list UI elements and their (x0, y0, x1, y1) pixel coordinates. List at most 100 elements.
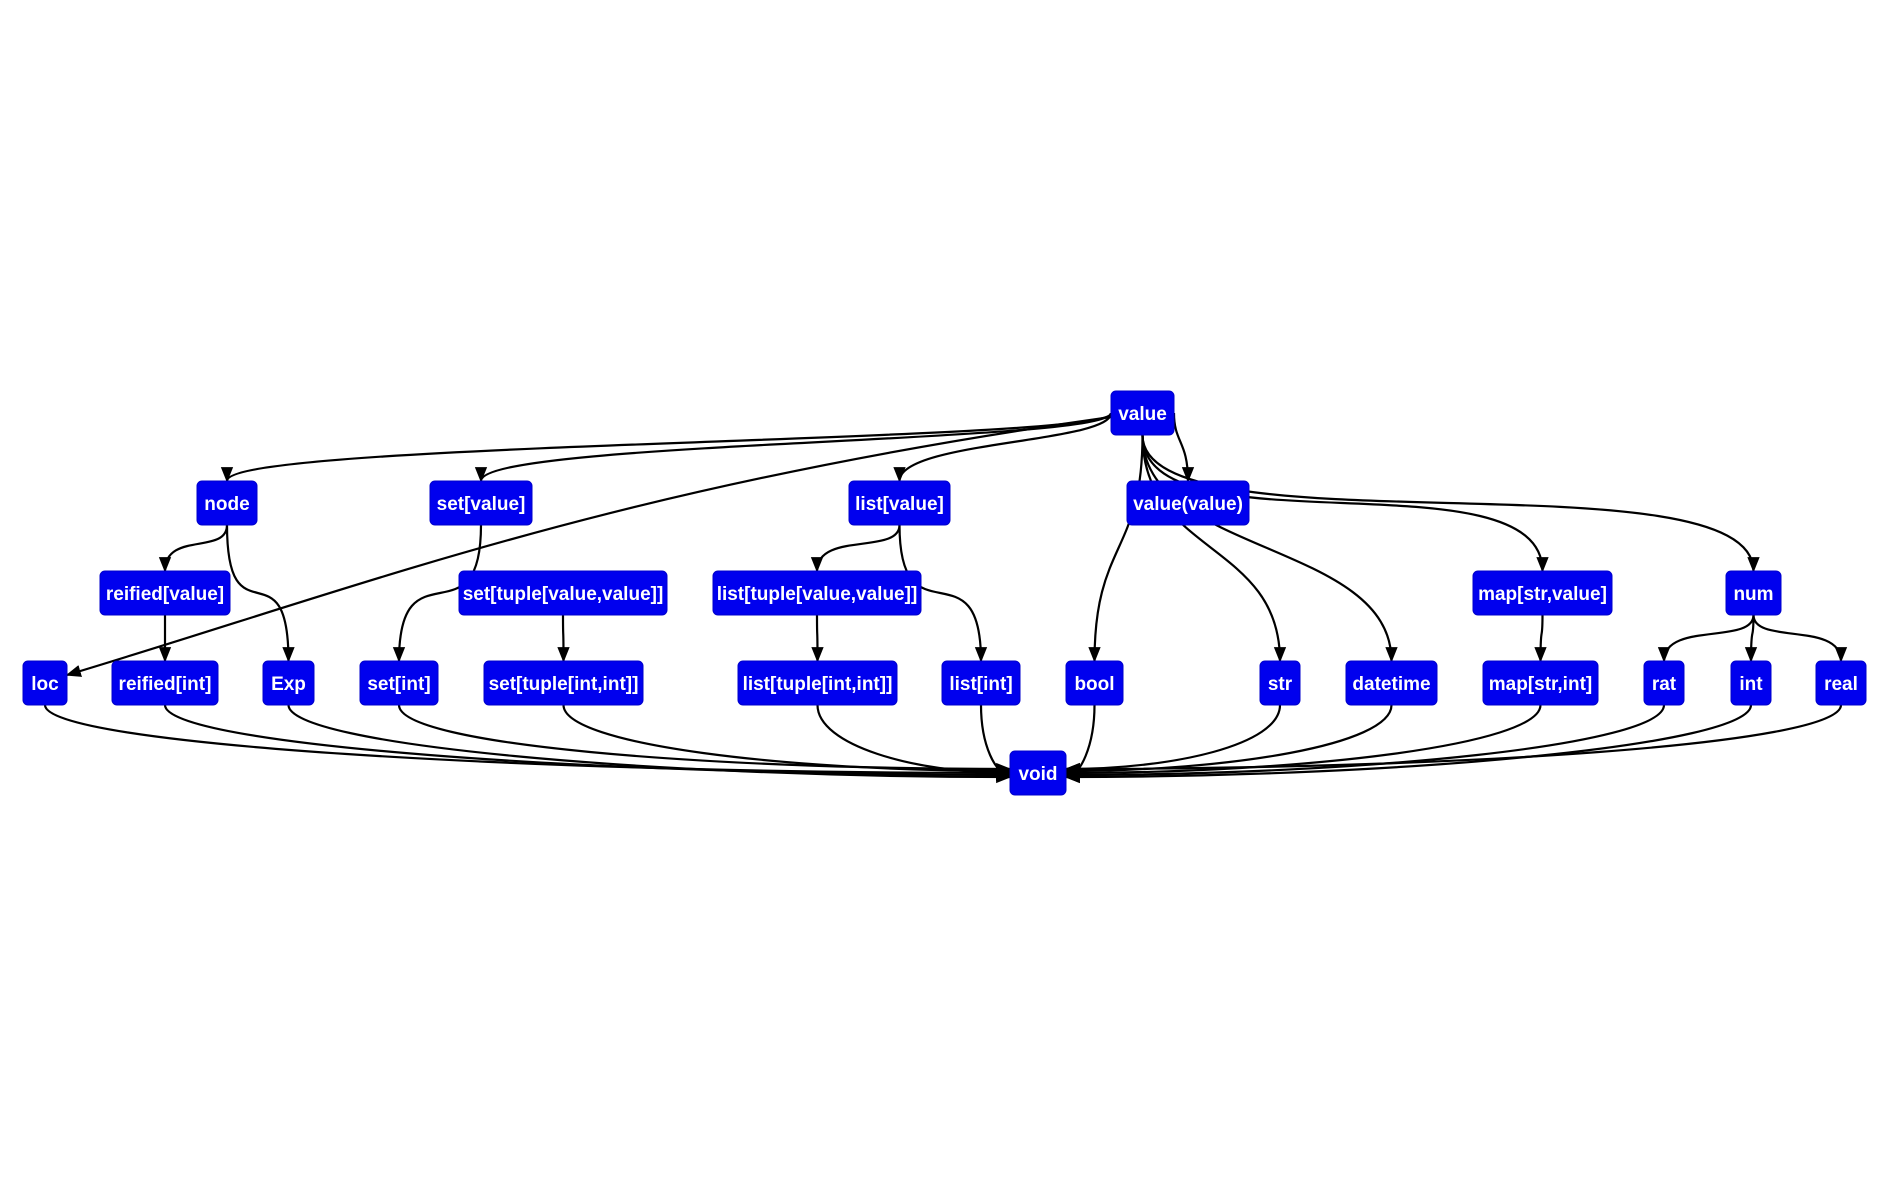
node-box (111, 660, 219, 706)
edge-num-to-rat (1657, 614, 1755, 663)
node-reified-int: reified[int] (111, 660, 219, 706)
node-box (712, 570, 922, 616)
edge-value-to-datetime (1141, 434, 1398, 663)
node-list-tuple-vv: list[tuple[value,value]] (712, 570, 922, 616)
node-box (429, 480, 533, 526)
node-label: set[tuple[int,int]] (489, 674, 639, 695)
edge-list_tuple_vv-to-list_tuple_ii (811, 614, 824, 663)
node-label: set[tuple[value,value]] (463, 584, 664, 605)
node-label: real (1824, 674, 1858, 695)
node-label: reified[int] (119, 674, 212, 695)
edge-exp-to-void (287, 704, 1012, 784)
node-map-str-int: map[str,int] (1482, 660, 1599, 706)
node-box (359, 660, 439, 706)
node-box (262, 660, 315, 706)
edge-loc-to-void (43, 704, 1012, 780)
edge-datetime-to-void (1064, 704, 1393, 778)
edge-real-to-void (1064, 704, 1843, 776)
edge-map_str_value-to-map_str_int (1534, 614, 1547, 663)
node-label: Exp (271, 674, 306, 695)
node-value: value (1110, 390, 1175, 436)
edge-value-to-set_value (475, 411, 1113, 483)
node-bool: bool (1065, 660, 1124, 706)
node-reified-value: reified[value] (99, 570, 231, 616)
edge-list_tuple_ii-to-void (816, 704, 1012, 780)
node-box (1126, 480, 1250, 526)
node-int: int (1730, 660, 1772, 706)
node-box (1730, 660, 1772, 706)
node-str: str (1259, 660, 1301, 706)
node-label: loc (31, 674, 59, 695)
node-label: set[int] (367, 674, 430, 695)
node-list-value: list[value] (848, 480, 951, 526)
edge-rat-to-void (1064, 704, 1666, 782)
node-box (99, 570, 231, 616)
edge-list_int-to-void (979, 704, 1012, 782)
node-box (1110, 390, 1175, 436)
node-loc: loc (22, 660, 68, 706)
node-set-int: set[int] (359, 660, 439, 706)
node-real: real (1815, 660, 1867, 706)
node-label: reified[value] (106, 584, 224, 605)
node-label: value (1118, 404, 1167, 425)
edge-num-to-int (1744, 614, 1758, 663)
node-num: num (1725, 570, 1782, 616)
node-label: list[value] (855, 494, 944, 515)
node-box (1472, 570, 1613, 616)
edge-set_tuple_ii-to-void (562, 704, 1012, 778)
node-box (848, 480, 951, 526)
node-label: bool (1074, 674, 1114, 695)
node-list-int: list[int] (941, 660, 1021, 706)
node-label: int (1739, 674, 1763, 695)
node-box (458, 570, 668, 616)
node-label: map[str,value] (1478, 584, 1607, 605)
node-box (1482, 660, 1599, 706)
edge-node-to-exp (225, 524, 295, 663)
node-label: void (1018, 764, 1057, 785)
node-label: value(value) (1133, 494, 1243, 515)
edge-list_value-to-list_int (898, 524, 988, 663)
edge-value-to-map_str_value (1141, 434, 1549, 573)
node-value-value: value(value) (1126, 480, 1250, 526)
node-box (1815, 660, 1867, 706)
node-box (483, 660, 644, 706)
node-box (941, 660, 1021, 706)
node-list-tuple-ii: list[tuple[int,int]] (737, 660, 898, 706)
node-box (1065, 660, 1124, 706)
node-set-tuple-ii: set[tuple[int,int]] (483, 660, 644, 706)
node-box (1009, 750, 1067, 796)
node-box (196, 480, 258, 526)
node-label: rat (1652, 674, 1677, 695)
edge-value-to-num (1141, 434, 1760, 573)
edges (43, 411, 1848, 784)
node-label: list[tuple[int,int]] (743, 674, 893, 695)
node-box (22, 660, 68, 706)
node-label: node (204, 494, 249, 515)
edge-value-to-str (1141, 434, 1287, 663)
node-label: datetime (1352, 674, 1430, 695)
node-set-tuple-vv: set[tuple[value,value]] (458, 570, 668, 616)
node-exp: Exp (262, 660, 315, 706)
edge-map_str_int-to-void (1064, 704, 1542, 780)
node-label: set[value] (437, 494, 526, 515)
edge-value-to-loc (65, 415, 1112, 677)
edge-str-to-void (1064, 704, 1282, 776)
edge-reified_int-to-void (163, 704, 1012, 782)
edge-list_value-to-list_tuple_vv (810, 524, 901, 573)
edge-value-to-value_value (1172, 412, 1195, 483)
node-label: list[int] (949, 674, 1012, 695)
node-box (737, 660, 898, 706)
nodes: value node set[value] list[value] value(valu… (22, 390, 1867, 796)
node-datetime: datetime (1345, 660, 1438, 706)
edge-bool-to-void (1064, 704, 1096, 784)
node-label: map[str,int] (1489, 674, 1592, 695)
node-set-value: set[value] (429, 480, 533, 526)
edge-value-to-list_value (893, 412, 1113, 483)
edge-value-to-bool (1088, 434, 1144, 663)
edge-set_tuple_vv-to-set_tuple_ii (557, 614, 570, 663)
node-label: num (1733, 584, 1773, 605)
edge-set_value-to-set_int (392, 524, 483, 663)
node-label: str (1268, 674, 1293, 695)
node-node: node (196, 480, 258, 526)
